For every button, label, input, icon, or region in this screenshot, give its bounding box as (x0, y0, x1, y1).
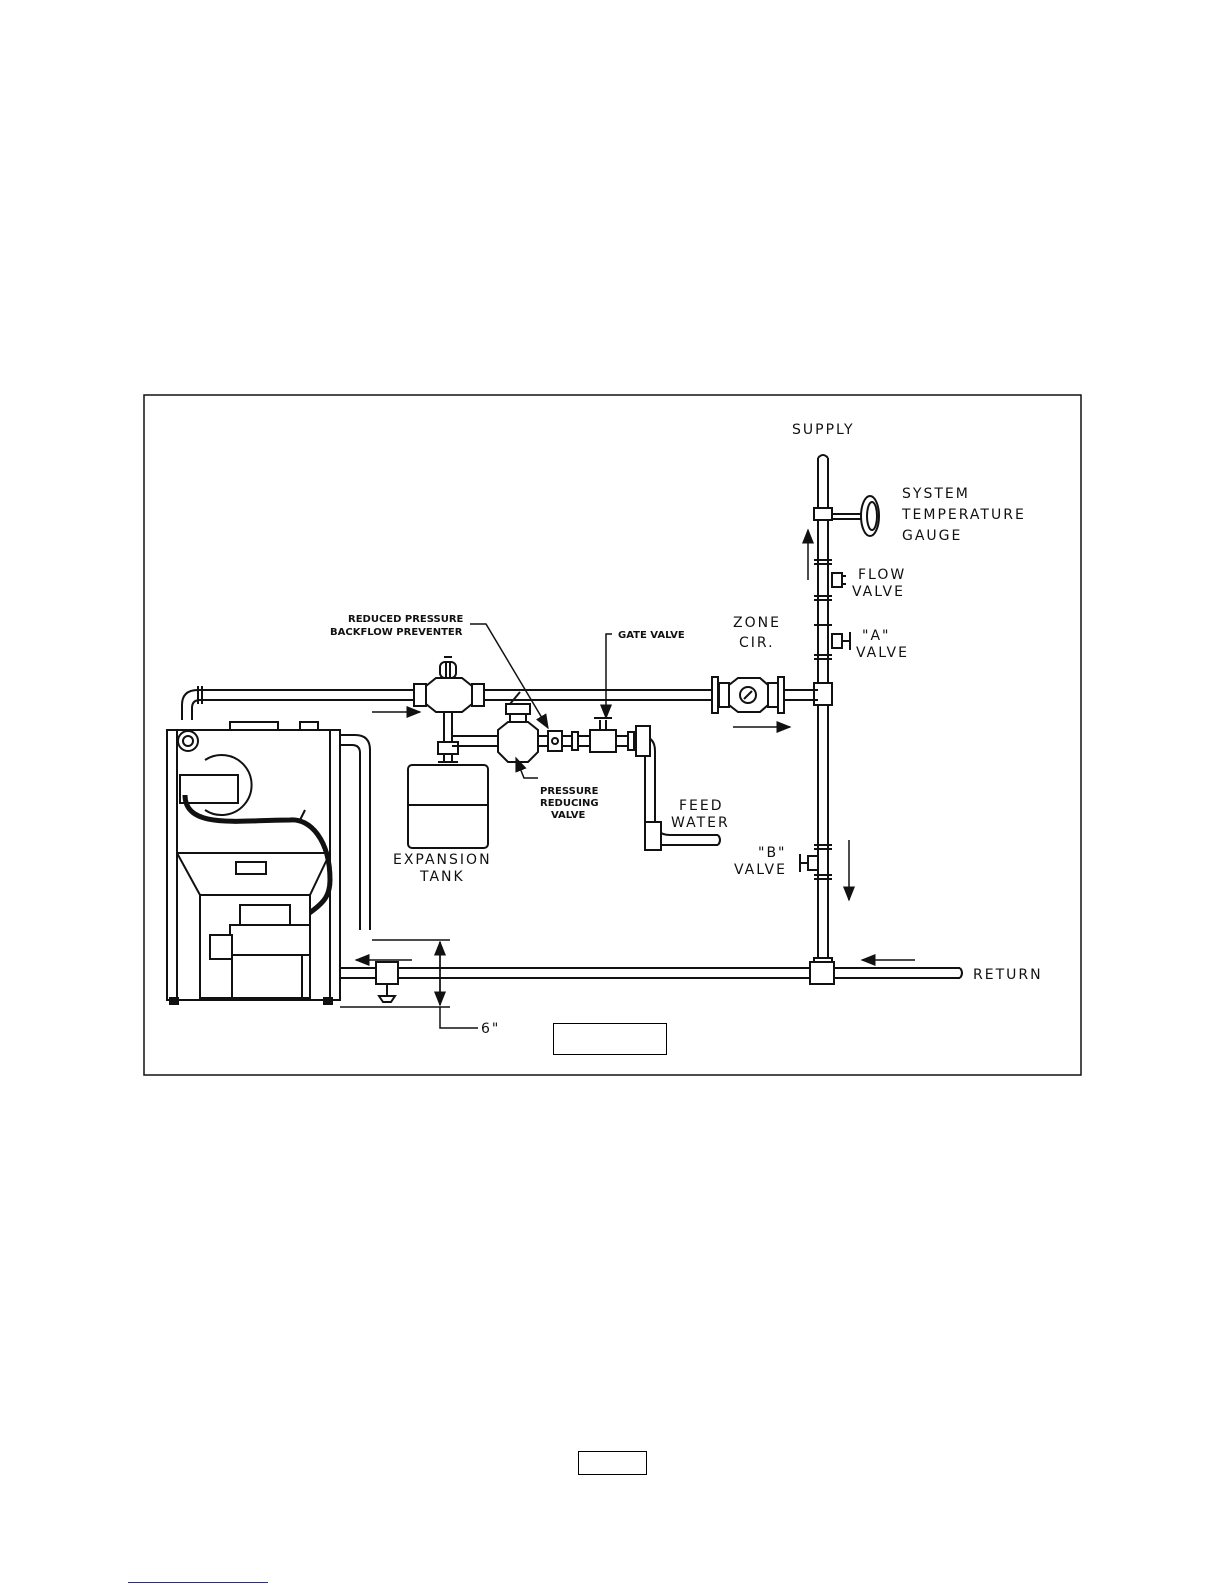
supply-riser (814, 455, 832, 978)
rppb-label-1: REDUCED PRESSURE (348, 614, 464, 625)
prv-label-1: PRESSURE (540, 786, 599, 797)
prv-label-2: REDUCING (540, 798, 599, 809)
figure-caption-box (553, 1023, 667, 1055)
supply-label: SUPPLY (792, 422, 855, 438)
feed-water-label-2: WATER (671, 815, 730, 831)
flow-valve-icon (832, 573, 846, 587)
backflow-preventer-icon (414, 657, 484, 712)
a-valve-label-1: "A" (862, 628, 890, 644)
b-valve-icon (800, 854, 818, 872)
flow-valve-label-2: VALVE (852, 584, 905, 600)
return-label: RETURN (973, 967, 1043, 983)
rppb-label-2: BACKFLOW PREVENTER (330, 627, 463, 638)
zone-label-2: CIR. (739, 635, 775, 651)
dimension-label: 6" (481, 1021, 500, 1037)
gauge-label-1: SYSTEM (902, 486, 970, 502)
dimension-6-inch (340, 940, 478, 1028)
return-main-pipe (340, 962, 962, 1002)
gauge-label-2: TEMPERATURE (901, 507, 1026, 523)
feed-water-label-1: FEED (679, 798, 724, 814)
footer-rule (128, 1582, 268, 1583)
b-valve-label-1: "B" (758, 845, 786, 861)
gauge-label-3: GAUGE (902, 528, 962, 544)
b-valve-label-2: VALVE (734, 862, 787, 878)
page-number-box (578, 1451, 647, 1475)
boiler-icon (167, 722, 340, 1004)
a-valve-label-2: VALVE (856, 645, 909, 661)
a-valve-icon (832, 632, 850, 650)
prv-label-3: VALVE (551, 810, 586, 821)
expansion-tank-icon (408, 712, 488, 848)
expansion-tank-label-1: EXPANSION (393, 852, 492, 868)
zone-label-1: ZONE (733, 615, 781, 631)
flow-valve-label-1: FLOW (858, 567, 906, 583)
circulator-pump-icon (712, 677, 784, 713)
gate-valve-label: GATE VALVE (618, 630, 685, 641)
temperature-gauge-icon (832, 496, 879, 536)
expansion-tank-label-2: TANK (419, 869, 465, 885)
